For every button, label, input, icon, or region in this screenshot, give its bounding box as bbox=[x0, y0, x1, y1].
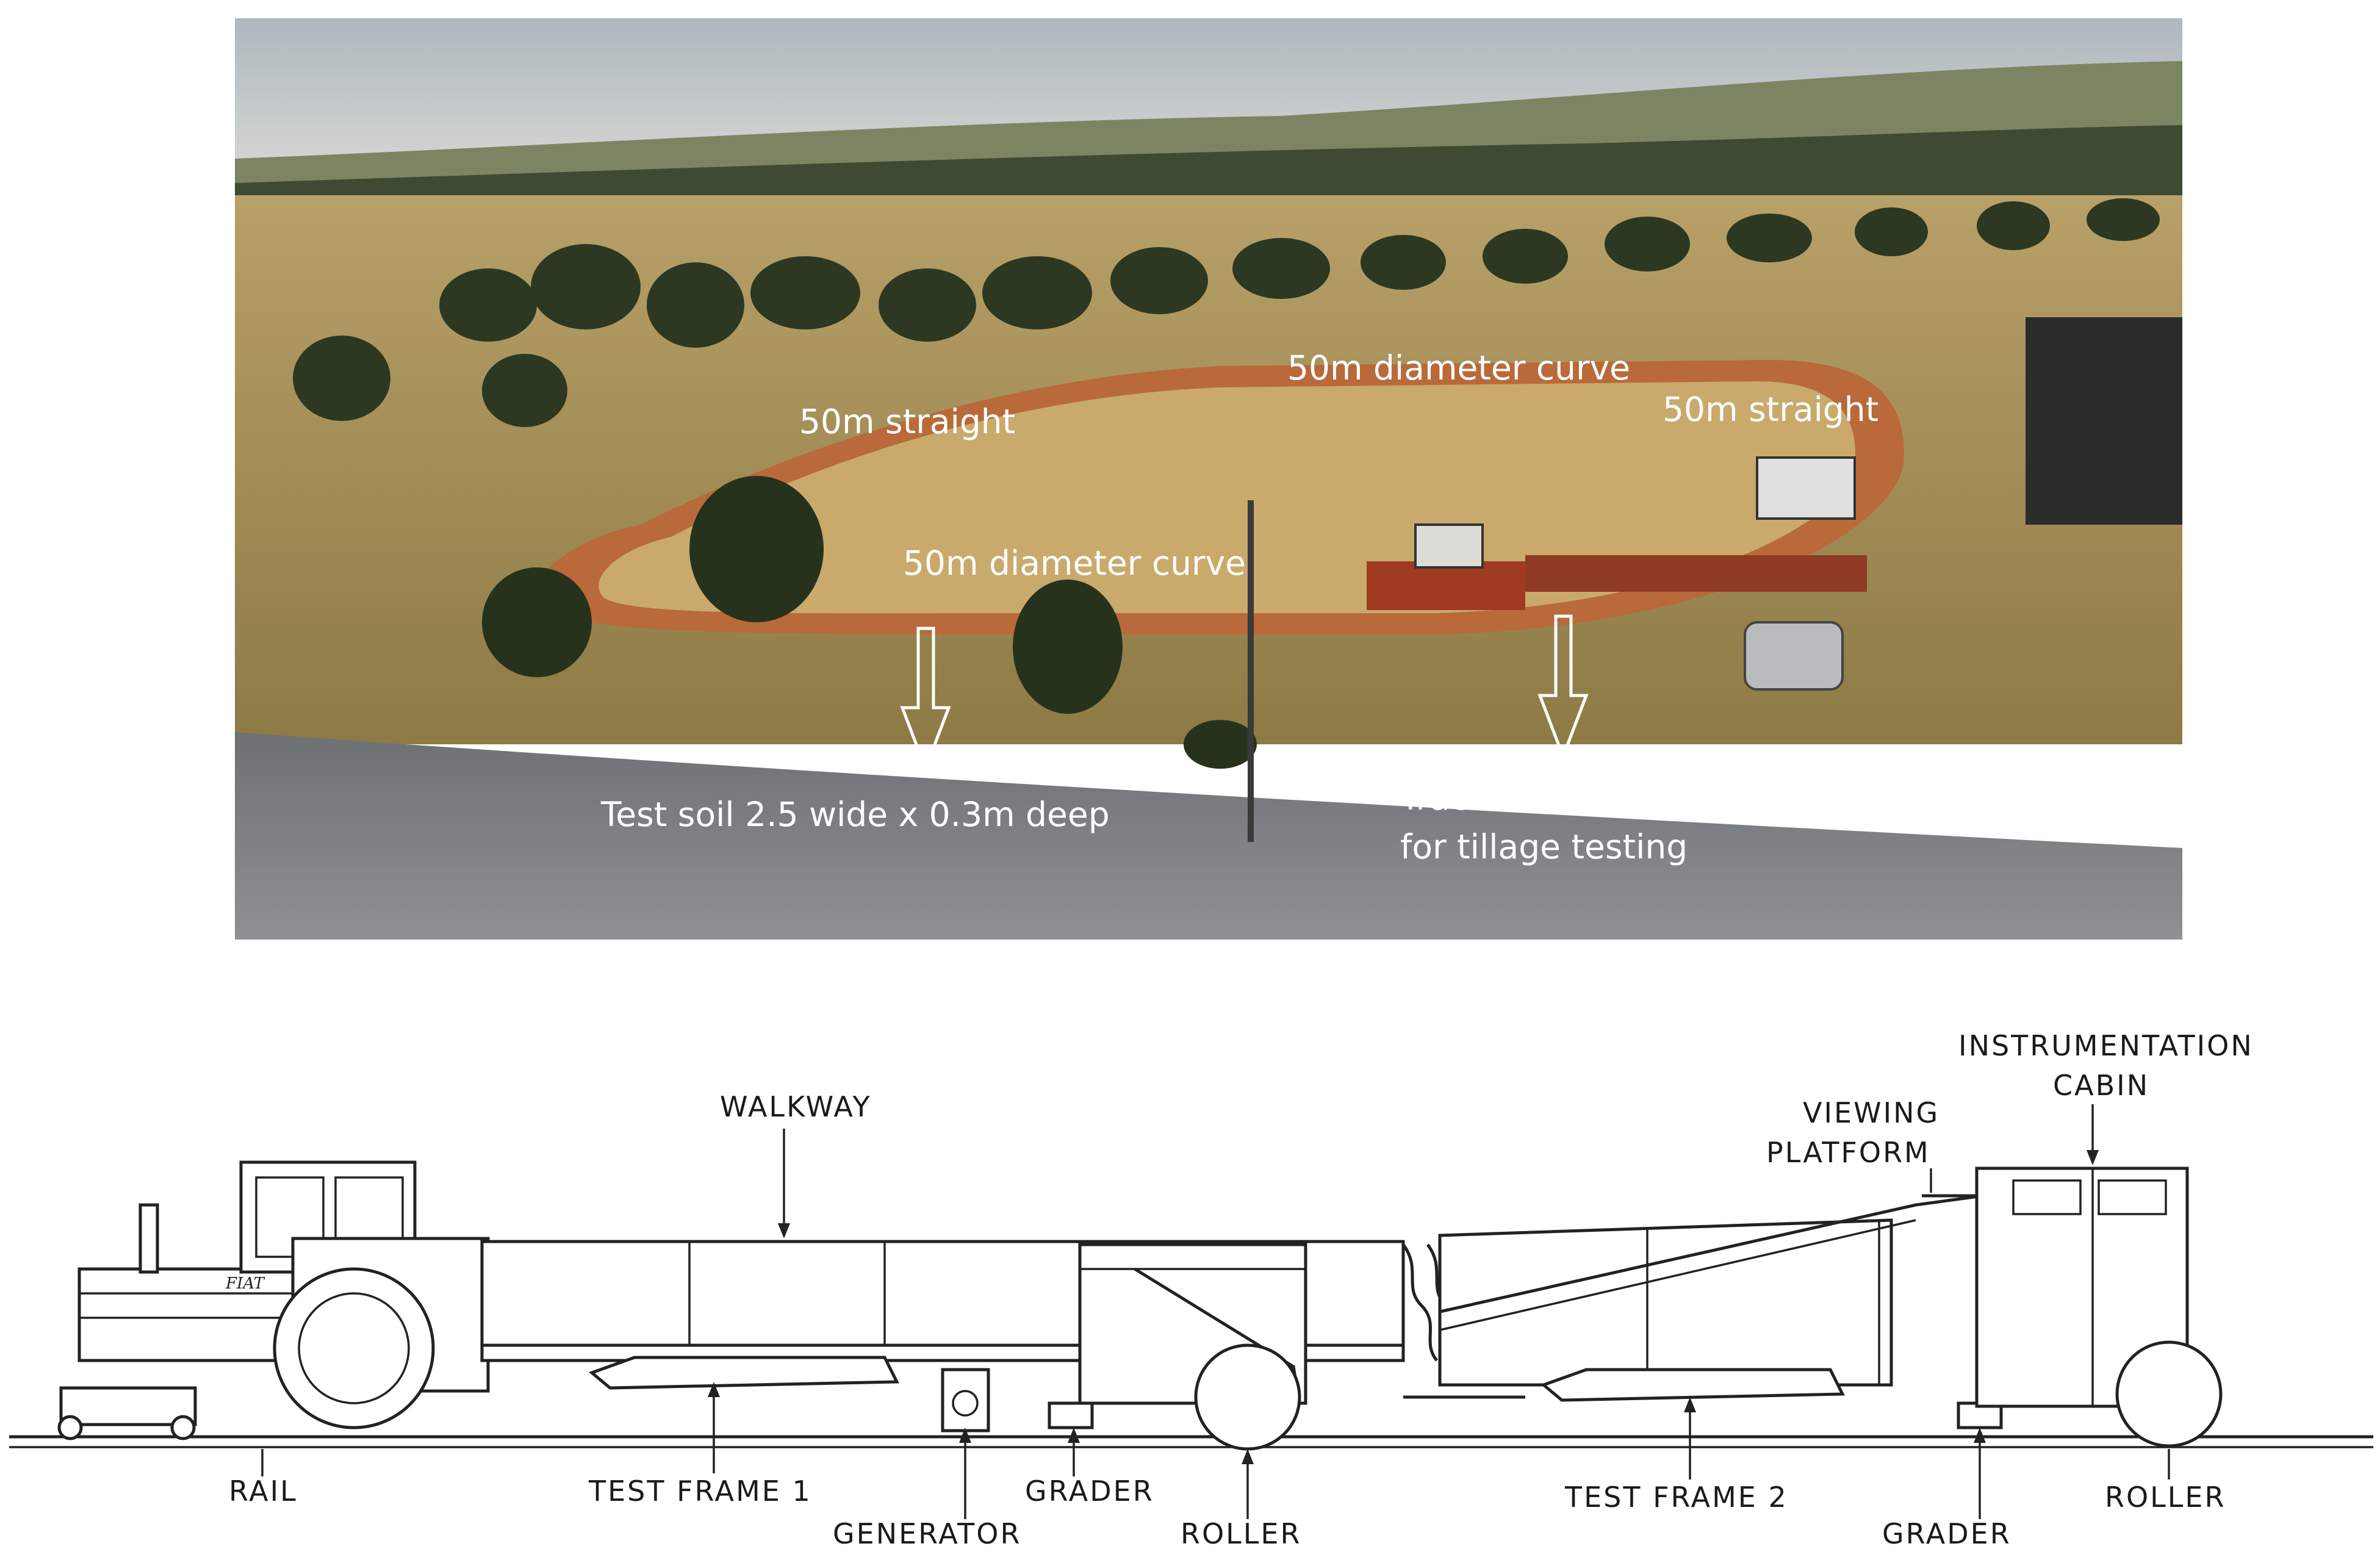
roller-2 bbox=[2115, 1340, 2223, 1448]
tractor-badge: FIAT bbox=[225, 1274, 265, 1293]
label-test-frame-1: TEST FRAME 1 bbox=[588, 1475, 812, 1508]
label-tractor-line-1: Tractor towing trolleys bbox=[1400, 778, 1774, 818]
tractor-rear-wheel bbox=[273, 1267, 435, 1429]
label-roller-2: ROLLER bbox=[2105, 1481, 2226, 1514]
label-50m-straight-right: 50m straight bbox=[1663, 390, 1878, 429]
roller-1 bbox=[1194, 1343, 1301, 1451]
test-frame-2 bbox=[1541, 1368, 1846, 1402]
label-platform: PLATFORM bbox=[1766, 1136, 1930, 1169]
hill-treeline bbox=[235, 125, 2182, 207]
carriage-1 bbox=[480, 1240, 1405, 1451]
label-generator: GENERATOR bbox=[833, 1517, 1021, 1550]
label-50m-diameter-curve-top: 50m diameter curve bbox=[1287, 348, 1630, 387]
foreground-trees bbox=[482, 476, 1257, 769]
label-grader-2: GRADER bbox=[1882, 1517, 2011, 1550]
label-50m-diameter-curve-bottom: 50m diameter curve bbox=[903, 544, 1246, 583]
label-test-frame-2: TEST FRAME 2 bbox=[1564, 1481, 1788, 1514]
label-viewing: VIEWING bbox=[1803, 1096, 1940, 1129]
label-grader-1: GRADER bbox=[1025, 1475, 1154, 1508]
label-50m-straight-left: 50m straight bbox=[799, 402, 1015, 441]
tank bbox=[1744, 621, 1844, 691]
tractor: FIAT bbox=[57, 1160, 490, 1440]
generator-box bbox=[941, 1368, 990, 1432]
label-tractor-line-2: for tillage testing bbox=[1400, 827, 1688, 866]
label-rail: RAIL bbox=[229, 1475, 298, 1508]
arrow-down-icon bbox=[900, 627, 951, 774]
coupling-bellows bbox=[1401, 1243, 1438, 1362]
label-roller-1: ROLLER bbox=[1181, 1517, 1301, 1550]
label-cabin: CABIN bbox=[2053, 1069, 2149, 1102]
label-walkway: WALKWAY bbox=[720, 1090, 872, 1123]
label-instrumentation: INSTRUMENTATION bbox=[1958, 1029, 2254, 1062]
label-test-soil: Test soil 2.5 wide x 0.3m deep bbox=[600, 795, 1110, 834]
carriage-2 bbox=[1438, 1166, 2223, 1448]
tree-row bbox=[293, 198, 2160, 427]
grader-1 bbox=[1048, 1401, 1094, 1429]
tractor-and-trolleys bbox=[1367, 456, 1867, 610]
shed bbox=[2026, 317, 2182, 525]
road bbox=[235, 732, 2182, 940]
test-frame-1 bbox=[589, 1356, 900, 1390]
arrow-down-icon bbox=[1537, 614, 1589, 761]
